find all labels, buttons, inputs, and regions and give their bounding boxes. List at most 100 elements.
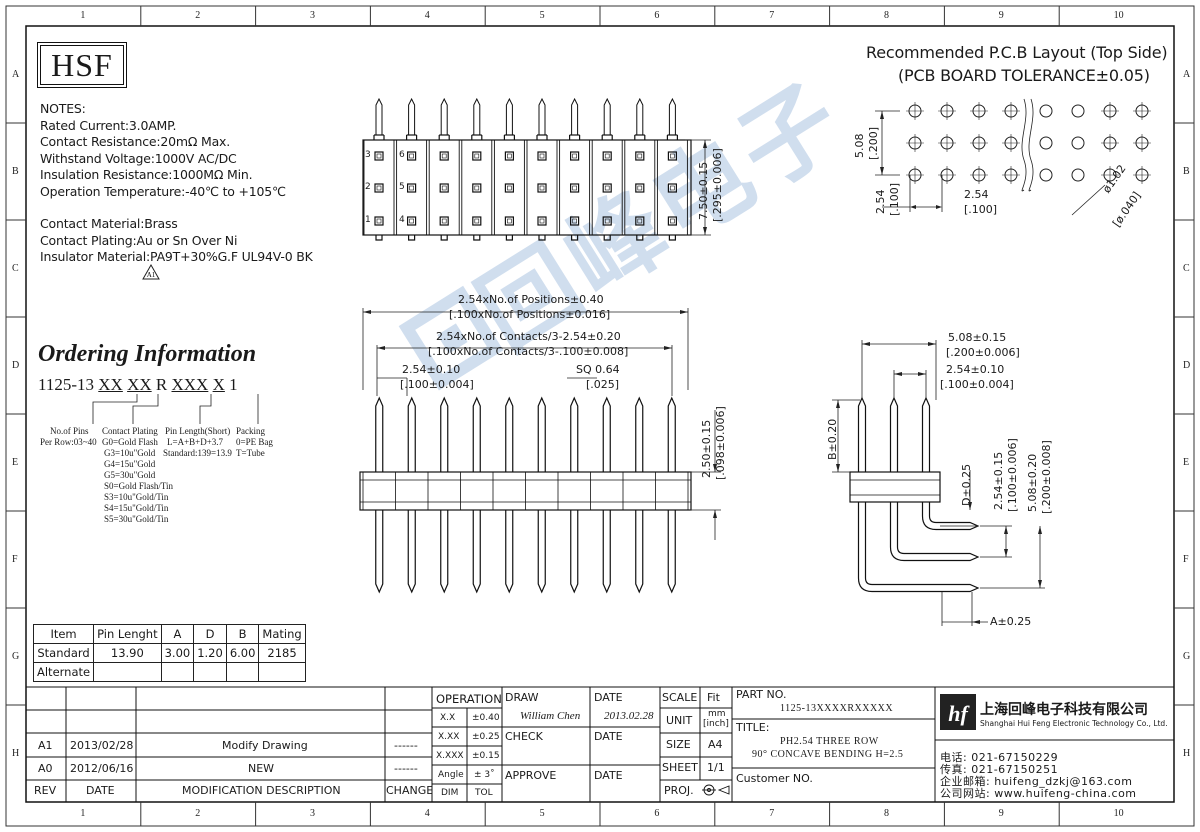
dim-contacts: 2.54xNo.of Contacts/3-2.54±0.20 xyxy=(436,330,621,343)
check-date-label: DATE xyxy=(594,730,623,743)
option-pins: No.of Pins Per Row:03~40 xyxy=(40,426,97,448)
draw-name: William Chen xyxy=(520,710,581,722)
tol-key: X.XX xyxy=(438,732,460,742)
watermark-logo-icon xyxy=(398,285,504,391)
note-line: Contact Resistance:20mΩ Max. xyxy=(40,134,230,149)
code-suffix: 1 xyxy=(229,375,238,394)
spec-table: Item Pin Lenght A D B Mating Standard 13… xyxy=(32,624,306,682)
grid-column-label: 2 xyxy=(195,808,201,819)
top-pin-label: 3 xyxy=(365,150,371,160)
approve-date-label: DATE xyxy=(594,769,623,782)
tol-label: TOL xyxy=(475,788,493,798)
grid-row-label: C xyxy=(1183,262,1190,274)
top-pin-label: 2 xyxy=(365,182,371,192)
pcb-layout-tolerance: (PCB BOARD TOLERANCE±0.05) xyxy=(898,66,1150,85)
grid-column-label: 1 xyxy=(80,10,86,21)
company-tel: 电话: 021-67150229 xyxy=(940,751,1059,764)
code-plating: XX xyxy=(127,375,152,394)
code-prefix: 1125-13 xyxy=(38,375,99,394)
grid-row-label: E xyxy=(1183,456,1190,468)
tol-key: X.X xyxy=(440,713,456,723)
company-fax: 传真: 021-67150251 xyxy=(940,763,1059,776)
scale-value: Fit xyxy=(707,691,720,704)
rev-header-change: CHANGE xyxy=(386,784,434,797)
svg-text:hf: hf xyxy=(948,701,970,726)
option-line: S0=Gold Flash/Tin xyxy=(104,481,174,491)
grid-column-label: 5 xyxy=(539,808,545,819)
option-line: Standard:139=13.9 xyxy=(163,448,232,458)
rev-header-desc: MODIFICATION DESCRIPTION xyxy=(182,784,341,797)
grid-column-label: 4 xyxy=(424,10,430,21)
proj-label: PROJ. xyxy=(664,784,694,797)
code-pins: XX xyxy=(98,375,123,394)
dim-total-length: 2.54xNo.of Positions±0.40 xyxy=(458,293,604,306)
top-pin-label: 1 xyxy=(365,215,371,225)
note-line: Contact Material:Brass xyxy=(40,216,178,231)
option-line: S3=10u"Gold/Tin xyxy=(104,492,169,502)
table-cell xyxy=(258,662,306,682)
option-plating: Contact Plating G0=Gold Flash G3=10u"Gol… xyxy=(102,426,173,525)
note-line: Withstand Voltage:1000V AC/DC xyxy=(40,150,237,166)
dim-side-width: 5.08±0.15 xyxy=(948,331,1007,344)
grid-column-label: 6 xyxy=(654,10,660,21)
table-cell xyxy=(93,662,162,682)
grid-row-label: A xyxy=(12,68,20,80)
logo-text: HSF xyxy=(51,46,113,83)
table-header-row: Item Pin Lenght A D B Mating xyxy=(32,624,306,644)
option-line: Contact Plating xyxy=(102,426,158,436)
grid-column-label: 9 xyxy=(998,10,1004,21)
svg-text:A1: A1 xyxy=(147,271,156,279)
grid-column-label: 3 xyxy=(310,808,315,819)
option-line: Packing xyxy=(236,426,265,436)
check-label: CHECK xyxy=(505,730,543,743)
rev-a1: A1 xyxy=(38,739,53,752)
note-line: Operation Temperature:-40℃ to +105℃ xyxy=(40,183,286,199)
table-row: Alternate xyxy=(32,662,306,682)
dim-side-pitch-inch: [.100±0.004] xyxy=(940,378,1014,391)
grid-row-label: D xyxy=(1183,359,1191,371)
grid-column-label: 8 xyxy=(884,808,889,819)
scale-label: SCALE xyxy=(662,691,698,704)
customer-label: Customer NO. xyxy=(736,772,813,785)
operation-label: OPERATION xyxy=(436,692,502,706)
grid-column-label: 7 xyxy=(769,10,775,21)
code-length: XXX xyxy=(171,375,209,394)
part-no-value: 1125-13XXXXRXXXXX xyxy=(780,703,894,714)
rev-header-rev: REV xyxy=(34,784,57,797)
table-cell: Standard xyxy=(32,643,95,663)
grid-row-label: H xyxy=(1183,747,1191,759)
company-web: 公司网站: www.huifeng-china.com xyxy=(940,787,1137,800)
grid-column-label: 3 xyxy=(310,10,315,21)
approve-label: APPROVE xyxy=(505,769,557,782)
note-line: Insulation Resistance:1000MΩ Min. xyxy=(40,167,253,182)
grid-column-label: 2 xyxy=(195,10,201,21)
rev-a0-desc: NEW xyxy=(248,762,275,775)
dim-label: DIM xyxy=(441,788,459,798)
rev-header-date: DATE xyxy=(86,784,115,797)
grid-row-label: G xyxy=(12,650,20,662)
tol-key: X.XXX xyxy=(436,751,464,761)
grid-row-label: G xyxy=(1183,650,1191,662)
company-logo-icon: hf xyxy=(940,694,976,730)
title-label: TITLE: xyxy=(736,721,770,734)
grid-column-label: 9 xyxy=(998,808,1004,819)
draw-date: 2013.02.28 xyxy=(604,710,654,722)
grid-row-label: B xyxy=(1183,165,1190,177)
draw-label: DRAW xyxy=(505,691,539,704)
dim-pcb-pitch-inch: [.100] xyxy=(964,203,998,216)
grid-row-label: H xyxy=(12,747,20,759)
tol-val: ±0.25 xyxy=(472,732,500,742)
ordering-leaders xyxy=(92,394,259,424)
grid-row-label: A xyxy=(1183,68,1191,80)
title-line2: 90° CONCAVE BENDING H=2.5 xyxy=(752,749,904,760)
tol-val: ±0.15 xyxy=(472,751,500,761)
option-line: G4=15u"Gold xyxy=(104,459,156,469)
sheet-value: 1/1 xyxy=(707,761,725,774)
grid-row-label: F xyxy=(12,553,18,565)
grid-column-label: 10 xyxy=(1113,10,1124,21)
option-line: 0=PE Bag xyxy=(236,437,273,447)
top-pin-label: 4 xyxy=(399,215,405,225)
option-length: Pin Length(Short) L=A+B+D+3.7 Standard:1… xyxy=(163,426,232,459)
option-line: T=Tube xyxy=(236,448,265,458)
